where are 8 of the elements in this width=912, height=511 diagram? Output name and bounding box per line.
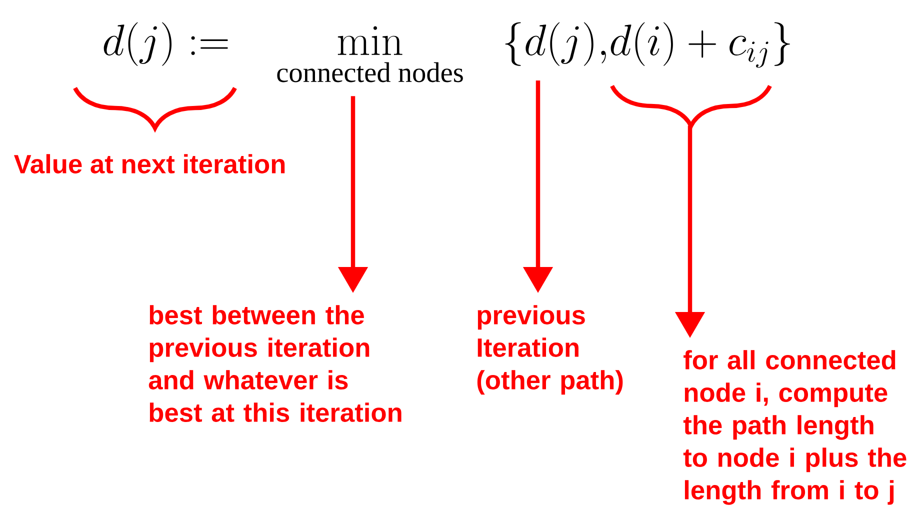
formula: $d(i) + c_{ij}\}$ [610, 22, 790, 68]
annotation-text: for all connected node i, compute the path length to node i plus the length from i to j [683, 350, 906, 505]
formula: $\{d(j),$ [505, 22, 606, 66]
formula: $\min_{\text{connected nodes}}$ [277, 26, 463, 82]
annotation-text: Value at next iteration [14, 154, 285, 174]
annotation-text: best between the previous iteration and whatever is best at this iteration [148, 305, 402, 422]
formula: $d(j) :=$ [104, 22, 228, 66]
annotation-text: previous Iteration (other path) [477, 305, 623, 395]
